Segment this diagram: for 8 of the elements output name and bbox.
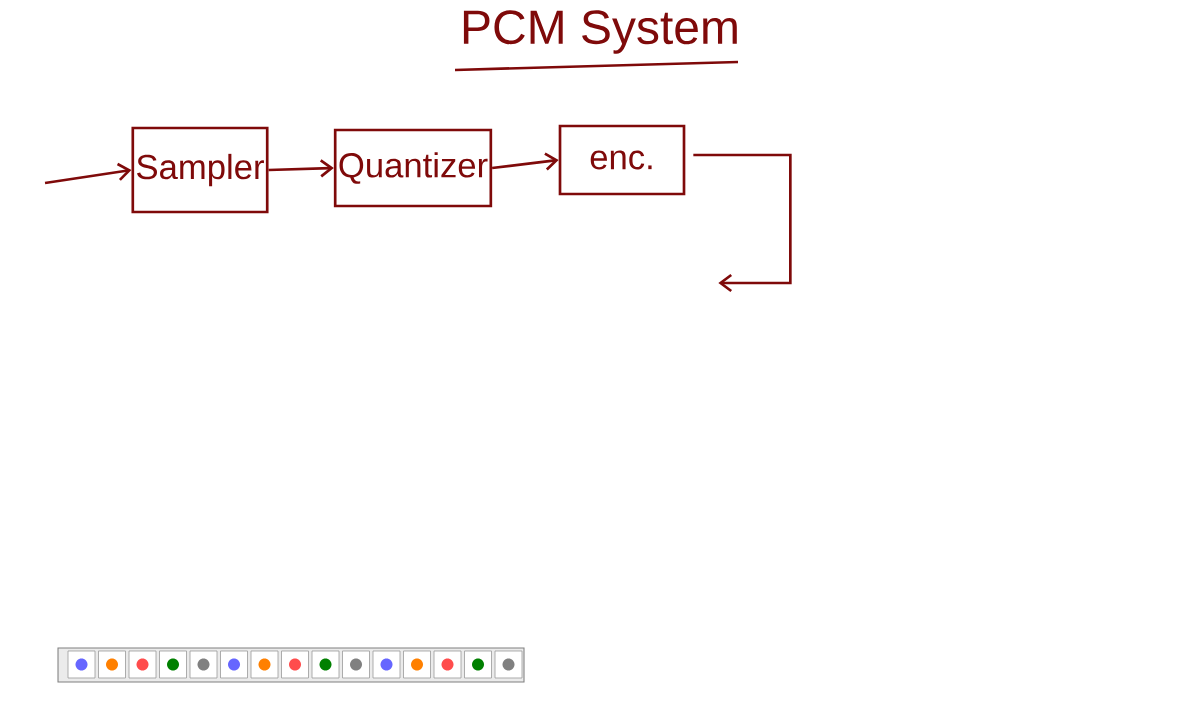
arrow (693, 153, 792, 293)
process-box: Sampler (131, 126, 269, 214)
arrow (268, 159, 334, 178)
arrow (492, 152, 559, 171)
arrow (44, 162, 132, 185)
process-box: enc. (558, 124, 686, 196)
process-box: Quantizer (333, 128, 493, 208)
title: PCM System (463, 10, 737, 54)
